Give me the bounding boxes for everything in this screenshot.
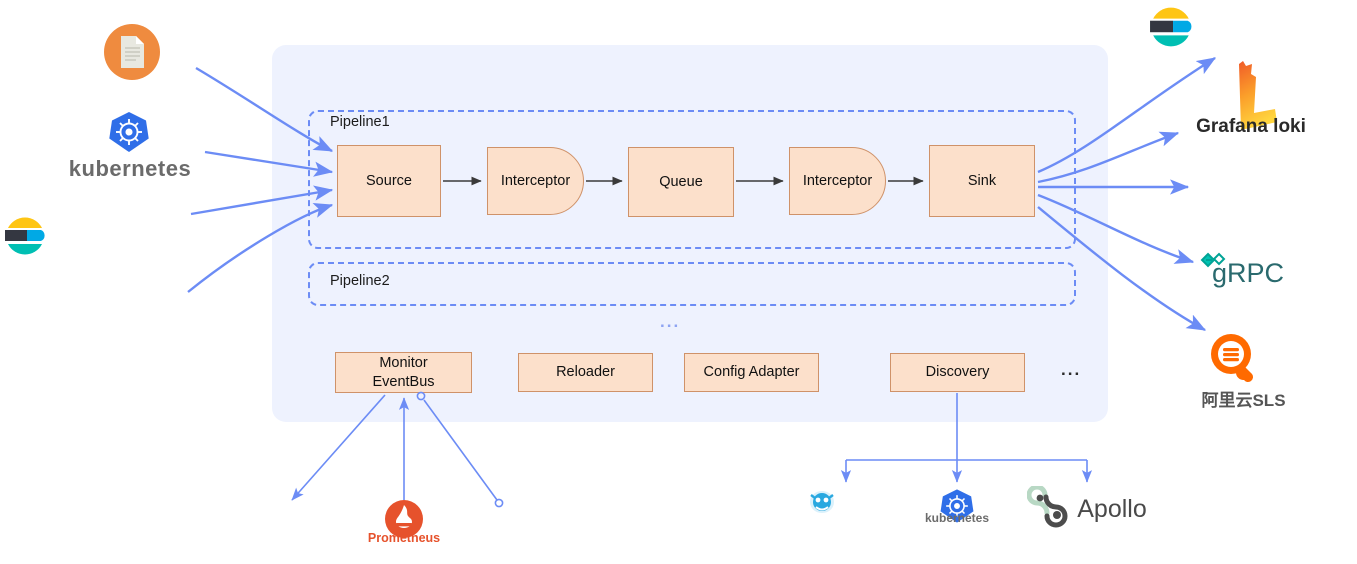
elastic-icon <box>4 214 48 263</box>
pipeline2-group <box>308 262 1076 306</box>
monitor-right-arrow-circle <box>494 498 504 508</box>
kubernetes-left-caption: kubernetes <box>68 156 192 181</box>
grafana-loki-caption: Grafana loki <box>1196 116 1306 137</box>
file-icon <box>104 24 160 85</box>
node-config-adapter[interactable]: Config Adapter <box>684 353 819 392</box>
node-monitor-eventbus[interactable]: Monitor EventBus <box>335 352 472 393</box>
grpc-icon <box>1199 252 1231 283</box>
pipeline1-label: Pipeline1 <box>330 114 390 130</box>
prometheus-caption: Prometheus <box>367 531 441 545</box>
monitor-line-1: Monitor <box>379 355 428 372</box>
node-discovery[interactable]: Discovery <box>890 353 1025 392</box>
kubernetes-icon <box>937 486 977 531</box>
prometheus-icon <box>383 498 425 545</box>
apollo-icon <box>1026 484 1075 533</box>
kubernetes-bottom-caption: kubernetes <box>924 511 990 525</box>
aliyun-sls-caption: 阿里云SLS <box>1201 391 1286 410</box>
aliyun-sls-icon <box>1209 332 1261 389</box>
grafana-loki-icon <box>1222 60 1278 137</box>
node-reloader[interactable]: Reloader <box>518 353 653 392</box>
nacos-icon <box>805 488 839 527</box>
node-interceptor-2[interactable]: Interceptor <box>789 147 886 215</box>
components-ellipsis: ... <box>1061 360 1082 379</box>
node-sink[interactable]: Sink <box>929 145 1035 217</box>
grpc-caption: gRPC <box>1211 258 1285 288</box>
monitor-line-2: EventBus <box>372 373 435 390</box>
node-queue[interactable]: Queue <box>628 147 734 217</box>
apollo-caption: Apollo <box>1077 495 1147 523</box>
pipeline2-label: Pipeline2 <box>330 273 390 289</box>
pipelines-ellipsis: ... <box>660 312 681 331</box>
kubernetes-icon <box>105 108 153 161</box>
elastic-icon <box>1149 4 1195 55</box>
node-source[interactable]: Source <box>337 145 441 217</box>
node-interceptor-1[interactable]: Interceptor <box>487 147 584 215</box>
